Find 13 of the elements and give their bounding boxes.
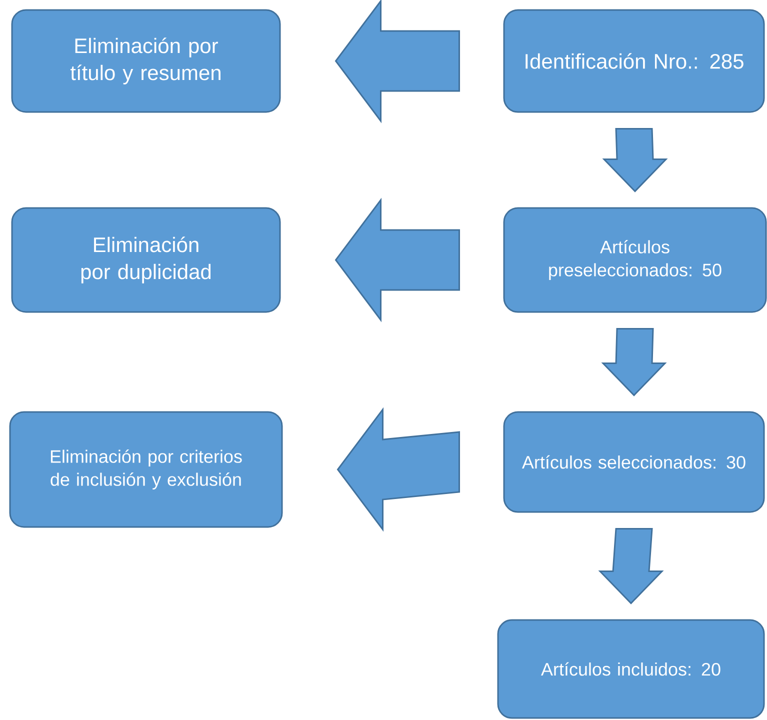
- block-arrow: [334, 198, 460, 322]
- process-box: Eliminación por criterios de inclusión y exclusión: [9, 411, 283, 528]
- process-box: Artículos preseleccionados: 50: [503, 207, 767, 313]
- block-arrow: [336, 407, 460, 532]
- block-arrow: [602, 128, 668, 192]
- block-arrow: [601, 328, 667, 396]
- process-box: Artículos incluidos: 20: [497, 619, 765, 719]
- block-arrow: [334, 0, 460, 124]
- process-box: Eliminación por título y resumen: [11, 9, 281, 113]
- block-arrow: [598, 528, 664, 604]
- process-box: Artículos seleccionados: 30: [503, 411, 765, 513]
- process-box: Eliminación por duplicidad: [11, 207, 281, 313]
- process-box: Identificación Nro.: 285: [503, 9, 765, 113]
